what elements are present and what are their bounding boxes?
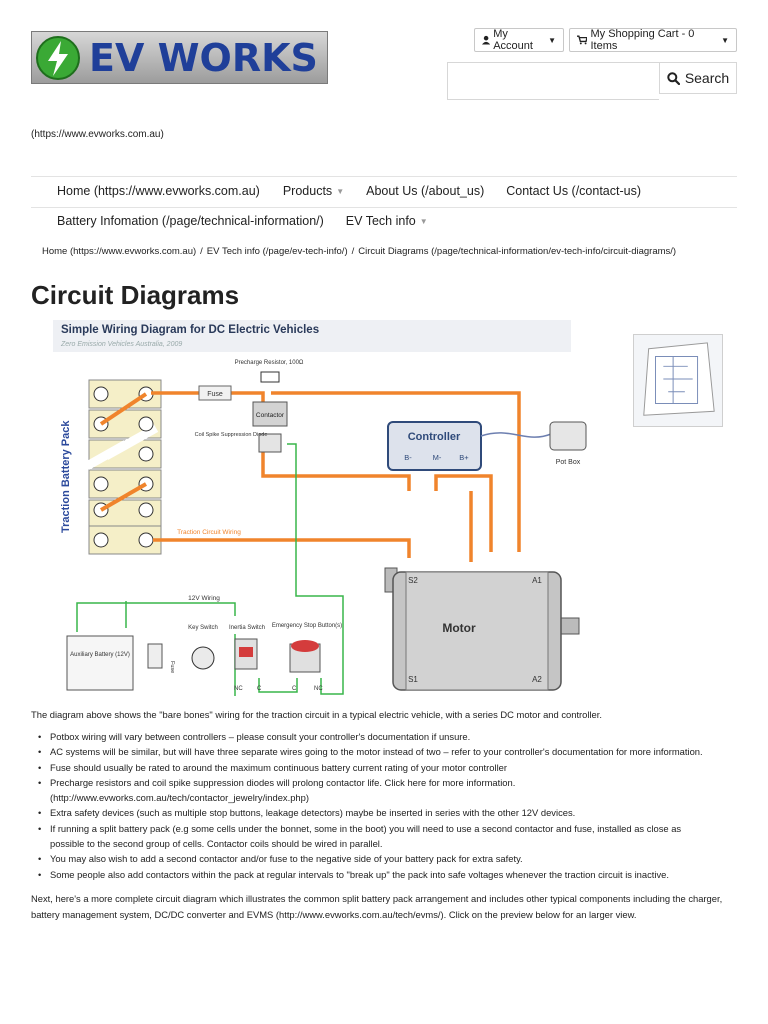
main-nav-row-2: Battery Infomation (/page/technical-info…	[57, 214, 428, 228]
controller-terminal-m-minus: M-	[433, 453, 442, 462]
list-item: Fuse should usually be rated to around t…	[38, 760, 740, 776]
nav-divider	[31, 176, 737, 177]
caret-down-icon: ▼	[336, 187, 345, 196]
nav-item-battery-information[interactable]: Battery Infomation (/page/technical-info…	[57, 214, 324, 228]
list-item-text: Precharge resistors and coil spike suppr…	[50, 776, 516, 788]
list-item-text: Some people also add contactors within t…	[50, 868, 669, 880]
traction-wiring-label: Traction Circuit Wiring	[177, 529, 241, 536]
controller-terminal-b-minus: B-	[404, 453, 412, 462]
nav-item-contact[interactable]: Contact Us (/contact-us)	[506, 184, 641, 198]
intro-paragraph: The diagram above shows the "bare bones"…	[31, 709, 602, 720]
search-input[interactable]	[447, 62, 659, 100]
list-item-text: You may also wish to add a second contac…	[50, 853, 523, 865]
inertia-switch-label: Inertia Switch	[229, 625, 265, 631]
nav-item-about[interactable]: About Us (/about_us)	[366, 184, 485, 198]
caret-down-icon: ▼	[721, 35, 729, 45]
breadcrumb-ev-tech-info[interactable]: EV Tech info (/page/ev-tech-info/)	[206, 246, 348, 257]
controller-terminal-b-plus: B+	[459, 453, 469, 462]
cart-icon	[577, 35, 588, 45]
list-item-text: Extra safety devices (such as multiple s…	[50, 807, 576, 819]
list-item: AC systems will be similar, but will hav…	[38, 744, 740, 760]
estop-label: Emergency Stop Button(s)	[272, 623, 342, 629]
list-item: Some people also add contactors within t…	[38, 867, 740, 883]
list-item-text: AC systems will be similar, but will hav…	[50, 746, 703, 758]
pot-box-label: Pot Box	[556, 459, 581, 466]
key-switch-label: Key Switch	[188, 625, 218, 631]
user-icon	[482, 35, 491, 45]
caret-down-icon: ▼	[419, 217, 428, 226]
my-account-button[interactable]: My Account ▼	[474, 28, 564, 52]
nav-divider	[31, 207, 737, 208]
coil-spike-label: Coil Spike Suppression Diode	[195, 432, 268, 438]
contactor-info-link[interactable]: (http://www.evworks.com.au/tech/contacto…	[50, 792, 309, 804]
inertia-c-label: C	[257, 686, 262, 692]
estop-nc-label: NC	[314, 686, 323, 692]
nav-item-products[interactable]: Products	[282, 184, 333, 198]
motor-label: Motor	[442, 621, 476, 635]
fuse-12v-label: Fuse	[169, 661, 175, 673]
precharge-label: Precharge Resistor, 100Ω	[235, 360, 304, 366]
list-item-text: If running a split battery pack (e.g som…	[50, 822, 682, 834]
shopping-cart-label: My Shopping Cart - 0 Items	[590, 28, 695, 52]
controller-label: Controller	[408, 431, 461, 443]
battery-pack-label: Traction Battery Pack	[60, 420, 72, 533]
site-url-link[interactable]: (https://www.evworks.com.au)	[31, 129, 164, 140]
12v-wiring-label: 12V Wiring	[188, 595, 220, 602]
fuse-label: Fuse	[207, 391, 223, 398]
inertia-nc-label: NC	[234, 686, 243, 692]
bolt-logo-icon	[36, 35, 80, 80]
motor-terminal-a2: A2	[532, 675, 542, 684]
full-diagram-preview-thumbnail[interactable]	[633, 334, 723, 427]
search-button[interactable]: Search	[659, 62, 737, 94]
aux-battery-label: Auxiliary Battery (12V)	[70, 652, 130, 658]
battery-terminals	[93, 386, 154, 548]
list-item: Potbox wiring will vary between controll…	[38, 729, 740, 745]
wiring-diagram-image[interactable]: Simple Wiring Diagram for DC Electric Ve…	[31, 316, 605, 702]
diagram-title: Simple Wiring Diagram for DC Electric Ve…	[61, 324, 319, 336]
list-item: You may also wish to add a second contac…	[38, 851, 740, 867]
list-item: Precharge resistors and coil spike suppr…	[38, 775, 740, 806]
estop-c-label: C	[292, 686, 297, 692]
dc-motor	[384, 567, 580, 691]
list-item-text: Fuse should usually be rated to around t…	[50, 761, 508, 773]
breadcrumb-circuit-diagrams[interactable]: Circuit Diagrams (/page/technical-inform…	[358, 246, 677, 257]
motor-terminal-s2: S2	[408, 576, 418, 585]
caret-down-icon: ▼	[548, 35, 556, 45]
outro-paragraph: Next, here's a more complete circuit dia…	[31, 893, 723, 920]
search-icon	[667, 71, 680, 85]
nav-item-home[interactable]: Home (https://www.evworks.com.au)	[57, 184, 260, 198]
page-title: Circuit Diagrams	[31, 280, 240, 310]
my-account-label: My Account	[493, 28, 533, 52]
notes-list: Potbox wiring will vary between controll…	[38, 729, 740, 883]
motor-terminal-s1: S1	[408, 675, 418, 684]
breadcrumb: Home (https://www.evworks.com.au)/EV Tec…	[42, 246, 677, 257]
main-nav-row-1: Home (https://www.evworks.com.au) Produc…	[57, 184, 641, 198]
list-item: Extra safety devices (such as multiple s…	[38, 805, 740, 821]
diagram-subtitle: Zero Emission Vehicles Australia, 2009	[60, 341, 182, 348]
list-item: If running a split battery pack (e.g som…	[38, 821, 740, 852]
list-item-text: possible to the second group of cells. C…	[50, 838, 383, 850]
motor-terminal-a1: A1	[532, 576, 542, 585]
logo-text: EV WORKS	[89, 35, 318, 80]
contactor-label: Contactor	[256, 412, 285, 419]
breadcrumb-home[interactable]: Home (https://www.evworks.com.au)	[42, 246, 197, 257]
list-item-text: Potbox wiring will vary between controll…	[50, 731, 471, 742]
site-logo[interactable]: EV WORKS	[31, 31, 328, 84]
nav-item-ev-tech-info[interactable]: EV Tech info	[345, 214, 416, 228]
shopping-cart-button[interactable]: My Shopping Cart - 0 Items ▼	[569, 28, 737, 52]
search-button-label: Search	[684, 70, 730, 86]
